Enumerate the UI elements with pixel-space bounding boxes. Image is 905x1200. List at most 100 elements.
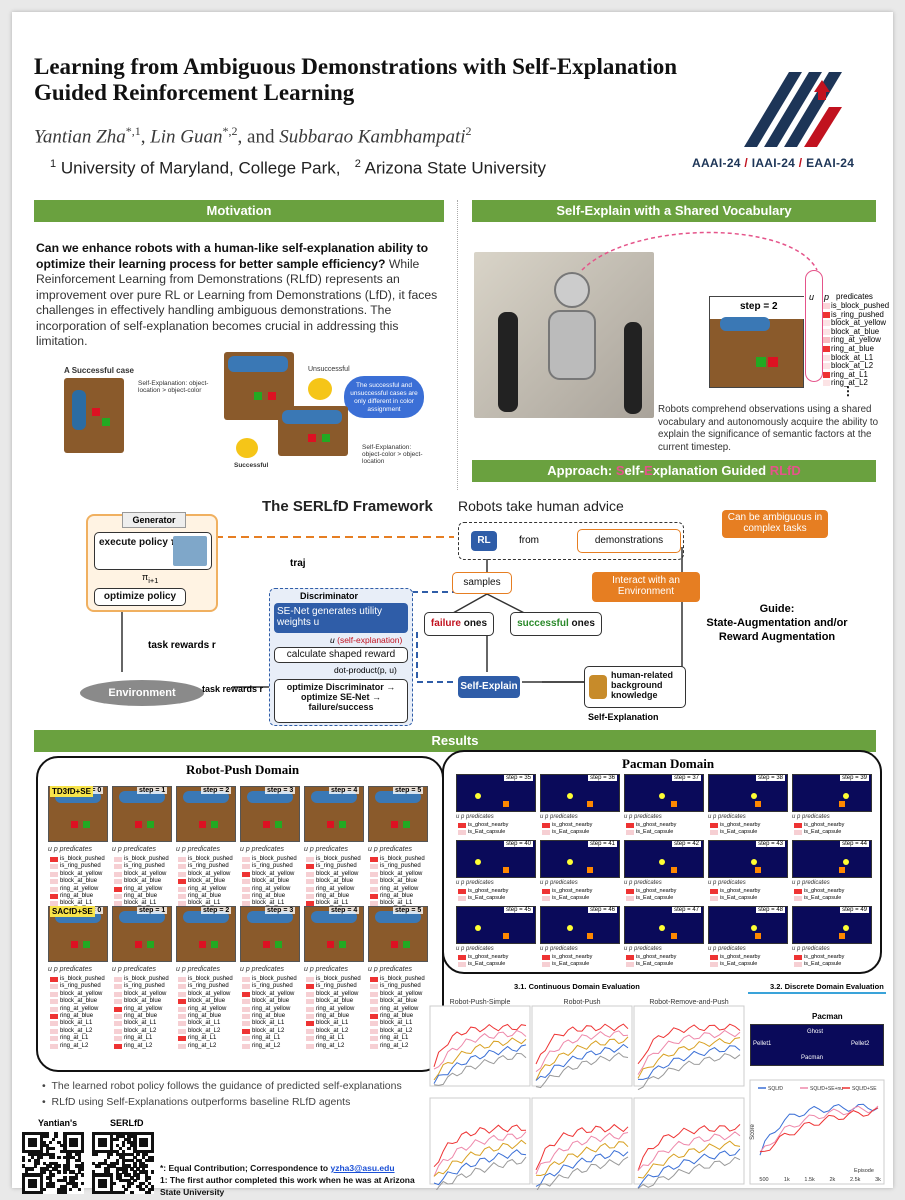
robot-pred-swatch	[370, 1006, 378, 1012]
pacman-label: Pacman	[801, 1055, 824, 1061]
predicate-label: ring_at_yellow	[831, 335, 881, 345]
step-image: step = 2	[709, 296, 805, 388]
pacman-pred-swatch	[710, 889, 718, 894]
robot-pred-header: u p predicates	[176, 966, 220, 973]
pacman-pred-header: u p predicates	[456, 814, 494, 820]
execute-policy-node: execute policy πi	[94, 532, 212, 570]
robot-pred-row: is_block_pushed	[240, 976, 297, 983]
pacman-legend-label: SQLfD+SE	[852, 1086, 877, 1092]
robot-pred-row: ring_at_yellow	[240, 1006, 290, 1013]
footnote-2: 1: The first author completed this work …	[160, 1175, 415, 1197]
approach-banner: Approach: Self-Explanation Guided RLfD	[472, 460, 876, 482]
robot-pred-label: ring_at_blue	[60, 893, 94, 899]
robot-step-label: step = 1	[137, 787, 168, 794]
robot-pred-swatch	[114, 1021, 122, 1027]
robot-pred-swatch	[114, 1006, 122, 1012]
robot-pred-label: ring_at_blue	[188, 1013, 222, 1019]
robot-pred-label: ring_at_blue	[188, 893, 222, 899]
robot-pred-label: block_at_yellow	[188, 990, 231, 997]
pacman-pred-label: is_Eat_capsule	[468, 829, 506, 835]
pacman-step-label: step = 42	[672, 841, 701, 847]
pacman-pred-header: u p predicates	[624, 880, 662, 886]
robot-pred-row: ring_at_yellow	[368, 1006, 418, 1013]
robot-pred-label: is_block_pushed	[188, 976, 233, 982]
motivation-banner: Motivation	[34, 200, 444, 222]
ambiguous-note: Can be ambiguous in complex tasks	[722, 510, 828, 538]
robot-pred-row: ring_at_blue	[304, 1013, 349, 1020]
robot-pred-row: block_at_yellow	[48, 991, 102, 998]
fig-unsuccessful: Unsuccessful	[308, 366, 350, 373]
pacman-y-axis-label: Score	[750, 1124, 756, 1140]
robot-pred-swatch	[50, 999, 58, 1005]
chart-series-line	[637, 1037, 741, 1079]
robot-pred-row: block_at_blue	[304, 878, 353, 885]
robot-pred-swatch	[178, 999, 186, 1005]
robot-pred-label: ring_at_blue	[316, 1013, 350, 1019]
ellipsis: ⋮	[842, 384, 854, 398]
robot-pred-swatch	[370, 1028, 378, 1034]
chart-frame	[429, 1005, 531, 1087]
pacman-pred-label: is_ghost_nearby	[804, 888, 845, 894]
robot-pred-swatch	[370, 984, 378, 990]
robot-pred-row: block_at_blue	[112, 878, 161, 885]
pacman-pred-header: u p predicates	[792, 814, 830, 820]
poster-title: Learning from Ambiguous Demonstrations w…	[34, 54, 754, 106]
qr-code-yantian[interactable]	[22, 1132, 85, 1195]
pacman-pred-row: is_ghost_nearby	[792, 888, 844, 895]
pacman-step-label: step = 46	[588, 907, 617, 913]
robot-pred-label: block_at_L1	[124, 900, 157, 907]
pacman-legend-label: SQLfD	[768, 1086, 783, 1092]
chart-series-line	[535, 1023, 629, 1065]
robot-pred-label: block_at_blue	[316, 998, 354, 1005]
robot-pred-swatch	[370, 864, 378, 870]
robot-pred-label: block_at_blue	[252, 878, 290, 885]
robot-pred-header: u p predicates	[240, 846, 284, 853]
robot-pred-label: ring_at_yellow	[60, 885, 99, 892]
robot-pred-label: is_ring_pushed	[380, 983, 421, 990]
pacman-pred-row: is_ghost_nearby	[456, 954, 508, 961]
robot-pred-row: block_at_yellow	[112, 871, 166, 878]
pacman-pred-label: is_ghost_nearby	[804, 954, 845, 960]
pacman-pred-row: is_ghost_nearby	[708, 822, 760, 829]
robot-pred-row: is_ring_pushed	[112, 863, 165, 870]
robot-pred-label: ring_at_L2	[252, 1042, 281, 1049]
self-explain-node: Self-Explain	[458, 676, 520, 698]
robot-pred-row: block_at_yellow	[176, 871, 230, 878]
pacman-pred-swatch	[710, 823, 718, 828]
robot-pred-label: is_ring_pushed	[188, 863, 229, 870]
aaai-logo	[744, 72, 842, 147]
pacman-pred-label: is_Eat_capsule	[720, 829, 758, 835]
robot-pred-label: ring_at_yellow	[380, 885, 419, 892]
pacman-pred-label: is_ghost_nearby	[552, 888, 593, 894]
email-link[interactable]: yzha3@asu.edu	[330, 1163, 395, 1173]
robot-pred-label: block_at_yellow	[316, 870, 359, 877]
optimize-disc-node: optimize Discriminator → optimize SE-Net…	[274, 679, 408, 723]
robot-pred-row: ring_at_blue	[48, 1013, 93, 1020]
robot-pred-label: ring_at_L1	[188, 1035, 217, 1042]
robot-pred-label: ring_at_yellow	[124, 1005, 163, 1012]
qr-code-serlfd[interactable]	[92, 1132, 155, 1195]
chart-frame	[531, 1097, 633, 1185]
robot-pred-swatch	[242, 886, 250, 892]
conf-iaai: IAAI-24	[751, 156, 796, 170]
chart-series-line	[535, 1150, 629, 1187]
pacman-step-image: step = 39	[792, 774, 872, 812]
pacman-step-image: step = 41	[540, 840, 620, 878]
robot-pred-row: block_at_yellow	[240, 991, 294, 998]
predicate-row: is_ring_pushed	[809, 310, 889, 320]
robot-pred-row: block_at_yellow	[112, 991, 166, 998]
robot-pred-row: ring_at_yellow	[48, 1006, 98, 1013]
pacman-pred-label: is_ghost_nearby	[552, 954, 593, 960]
robot-pred-row: ring_at_yellow	[240, 886, 290, 893]
robot-pred-row: block_at_L1	[176, 900, 220, 907]
pacman-step-label: step = 48	[756, 907, 785, 913]
pacman-pred-swatch	[458, 889, 466, 894]
pacman-step-label: step = 37	[672, 775, 701, 781]
pacman-pred-row: is_ghost_nearby	[540, 954, 592, 961]
pacman-pred-swatch	[710, 830, 718, 835]
robot-pred-row: block_at_blue	[240, 878, 289, 885]
pacman-pred-header: u p predicates	[456, 946, 494, 952]
pacman-step-image: step = 37	[624, 774, 704, 812]
robot-pred-header: u p predicates	[112, 966, 156, 973]
pacman-pred-row: is_Eat_capsule	[708, 961, 757, 968]
